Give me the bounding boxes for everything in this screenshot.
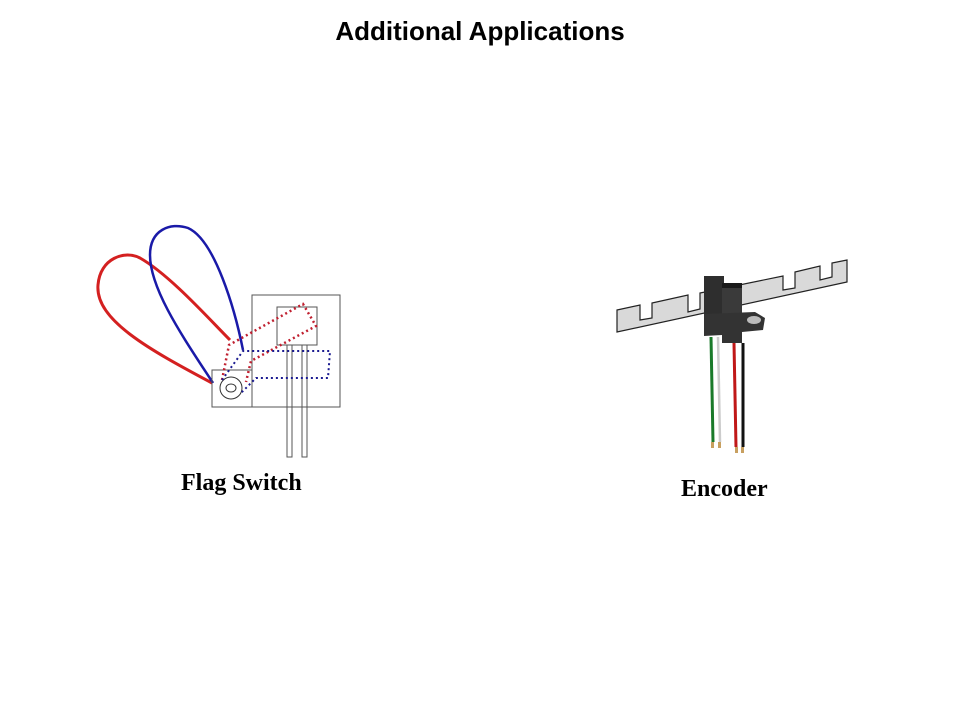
wire-green [709,336,715,443]
sensor-window [276,306,318,346]
encoder-caption: Encoder [681,476,768,502]
mount-hole [747,316,761,324]
pivot-circle [219,376,243,400]
slide-title: Additional Applications [335,16,625,46]
lead-left [286,344,293,458]
flag-switch-caption: Flag Switch [181,470,302,496]
pivot-box [211,369,253,408]
red-flag-outline [96,253,232,385]
wire-white [716,336,722,443]
housing-box [251,294,341,408]
flag-switch-diagram [96,224,341,458]
lead-right [301,344,308,458]
blue-flag-outline [148,224,245,384]
blue-flag-dotted [221,350,332,394]
wire-red [732,342,738,448]
encoder-diagram [616,259,848,453]
sensor-rear-tower [704,276,724,316]
